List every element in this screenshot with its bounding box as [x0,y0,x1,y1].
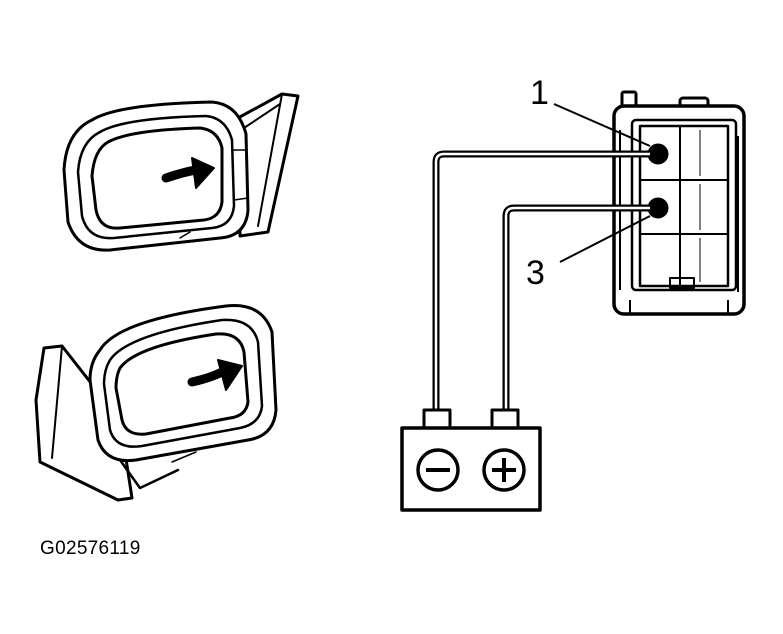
mirror-bottom-housing [88,304,278,463]
mirror-connector [612,90,746,316]
terminal-1 [647,143,669,165]
mirror-bottom-glass [114,332,250,436]
battery [400,408,542,512]
mirror-bottom-bracket [34,344,134,502]
pin-label-3: 3 [526,254,545,292]
pin-label-1: 1 [530,74,549,112]
mirror-top-glass [90,126,224,230]
minus-icon [416,448,460,492]
figure-id: G02576119 [40,538,141,559]
test-leads [432,150,650,412]
mirror-top-housing [62,100,250,252]
terminal-3 [647,197,669,219]
pin-labels: 1 3 [526,74,651,292]
curved-arrow-icon [187,359,243,391]
curved-arrow-icon [161,157,215,189]
mirror-bottom [34,304,278,502]
plus-icon [482,448,526,492]
mirror-top [62,92,300,252]
